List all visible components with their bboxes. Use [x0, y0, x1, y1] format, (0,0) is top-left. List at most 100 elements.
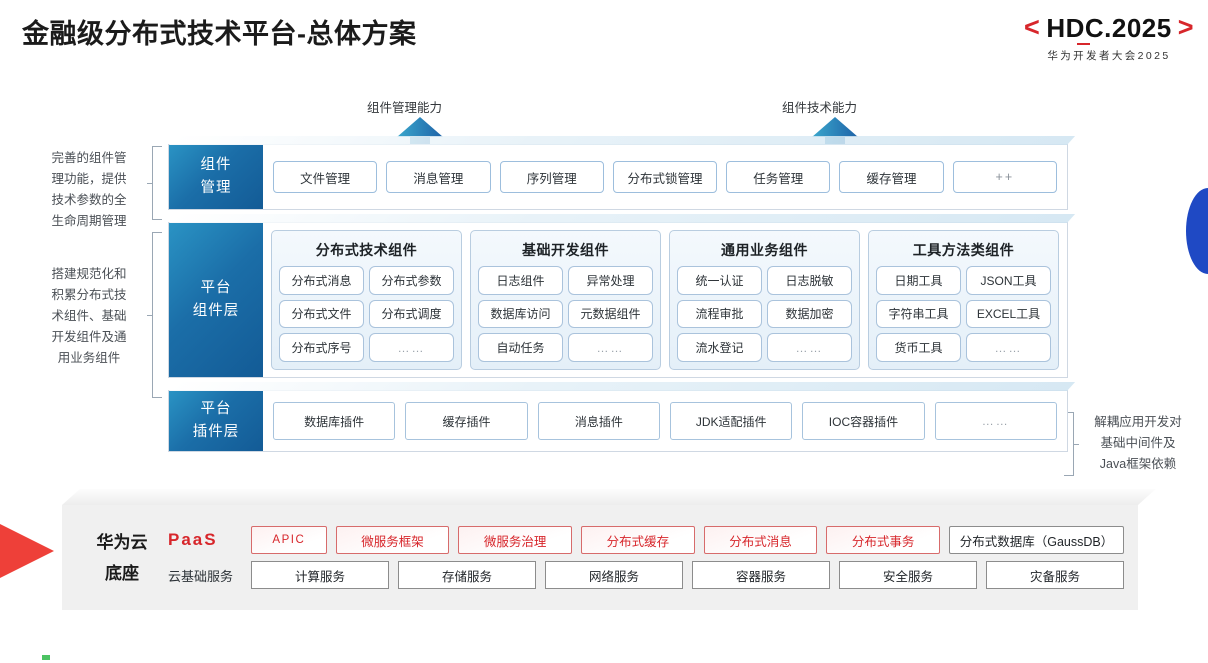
cell-distributed-file[interactable]: 分布式文件 [279, 299, 364, 329]
chip-message-plugin[interactable]: 消息插件 [537, 402, 660, 440]
layer-component-management: 组件 管理 文件管理 消息管理 序列管理 分布式锁管理 任务管理 缓存管理 ++ [168, 136, 1076, 210]
chip-cache-plugin[interactable]: 缓存插件 [405, 402, 528, 440]
group-title-distributed-tech: 分布式技术组件 [315, 242, 418, 258]
layer-title-platform-component: 平台 组件层 [169, 223, 263, 377]
hdc-logo-main: < HDC.2025 > [1024, 12, 1194, 45]
group-grid-general-business: 统一认证 日志脱敏 流程审批 数据加密 流水登记 …… [677, 266, 852, 362]
hdc-underline-accent [1077, 42, 1091, 45]
foundation-label-paas: PaaS [168, 530, 218, 549]
layer-platform-plugin: 平台 插件层 数据库插件 缓存插件 消息插件 JDK适配插件 IOC容器插件 …… [168, 382, 1076, 452]
group-title-general-business: 通用业务组件 [721, 242, 808, 258]
green-mark-decoration [42, 655, 50, 660]
side-note-plugin: 解耦应用开发对 基础中间件及 Java框架依赖 [1094, 415, 1182, 471]
group-general-business: 通用业务组件 统一认证 日志脱敏 流程审批 数据加密 流水登记 …… [669, 230, 860, 370]
cell-process-approval[interactable]: 流程审批 [677, 299, 762, 329]
brace-platform [147, 232, 162, 398]
cell-distributed-param[interactable]: 分布式参数 [369, 266, 454, 295]
cell-auto-task[interactable]: 自动任务 [478, 333, 563, 362]
paas-box-distributed-cache[interactable]: 分布式缓存 [581, 526, 695, 554]
cell-more[interactable]: …… [767, 333, 852, 362]
cloud-box-disaster-recovery[interactable]: 灾备服务 [986, 561, 1124, 589]
cloud-box-security[interactable]: 安全服务 [839, 561, 977, 589]
paas-box-apic[interactable]: APIC [251, 526, 327, 554]
layer-body-platform-plugin: 数据库插件 缓存插件 消息插件 JDK适配插件 IOC容器插件 …… [263, 391, 1067, 451]
cell-distributed-sequence[interactable]: 分布式序号 [279, 333, 364, 362]
cell-excel-tool[interactable]: EXCEL工具 [966, 299, 1051, 329]
chip-sequence-management[interactable]: 序列管理 [499, 161, 604, 193]
group-title-tool-method: 工具方法类组件 [912, 242, 1015, 258]
chip-message-management[interactable]: 消息管理 [386, 161, 491, 193]
brace-management [147, 146, 162, 220]
angle-bracket-right-icon: > [1177, 12, 1194, 42]
cell-currency-tool[interactable]: 货币工具 [876, 333, 961, 362]
cell-metadata-component[interactable]: 元数据组件 [568, 299, 653, 329]
layer-top-bevel [169, 214, 1076, 223]
side-note-platform: 搭建规范化和 积累分布式技 术组件、基础 开发组件及通 用业务组件 [51, 267, 127, 365]
hdc-logo-word: HDC.2025 [1046, 12, 1172, 45]
cell-more[interactable]: …… [966, 333, 1051, 362]
foundation-row-cloud: 云基础服务 计算服务 存储服务 网络服务 容器服务 安全服务 灾备服务 [168, 561, 1124, 589]
paas-box-distributed-transaction[interactable]: 分布式事务 [826, 526, 940, 554]
paas-box-microservice-framework[interactable]: 微服务框架 [335, 526, 450, 554]
group-title-basic-dev: 基础开发组件 [522, 242, 609, 258]
layer-platform-component: 平台 组件层 分布式技术组件 分布式消息 分布式参数 分布式文件 分布式调度 分… [168, 214, 1076, 378]
cell-log-masking[interactable]: 日志脱敏 [767, 266, 852, 295]
group-distributed-tech: 分布式技术组件 分布式消息 分布式参数 分布式文件 分布式调度 分布式序号 …… [271, 230, 462, 370]
foundation-brand: 华为云 底座 [96, 532, 148, 583]
cell-database-access[interactable]: 数据库访问 [478, 299, 563, 329]
page-title: 金融级分布式技术平台-总体方案 [22, 19, 417, 49]
chip-ioc-container-plugin[interactable]: IOC容器插件 [802, 402, 925, 440]
paas-box-microservice-governance[interactable]: 微服务治理 [458, 526, 572, 554]
cell-date-tool[interactable]: 日期工具 [876, 266, 961, 295]
architecture-stack: 组件 管理 文件管理 消息管理 序列管理 分布式锁管理 任务管理 缓存管理 ++… [168, 136, 1076, 452]
chip-more[interactable]: …… [934, 402, 1057, 440]
cloud-box-compute[interactable]: 计算服务 [251, 561, 389, 589]
layer-title-platform-plugin: 平台 插件层 [169, 391, 263, 451]
layer-body-platform-component: 分布式技术组件 分布式消息 分布式参数 分布式文件 分布式调度 分布式序号 ……… [263, 223, 1067, 377]
cloud-box-network[interactable]: 网络服务 [545, 561, 683, 589]
foundation-rows: PaaS APIC 微服务框架 微服务治理 分布式缓存 分布式消息 分布式事务 … [168, 526, 1125, 589]
chip-task-management[interactable]: 任务管理 [726, 161, 831, 193]
chip-more[interactable]: ++ [952, 161, 1057, 193]
cell-log-component[interactable]: 日志组件 [478, 266, 563, 295]
cloud-box-storage[interactable]: 存储服务 [398, 561, 536, 589]
chip-file-management[interactable]: 文件管理 [273, 161, 378, 193]
paas-box-distributed-database[interactable]: 分布式数据库（GaussDB） [948, 526, 1125, 554]
arrow-label-technology: 组件技术能力 [782, 101, 858, 115]
hdc-logo-text: HDC.2025 [1046, 12, 1172, 43]
foundation-slab-inner: 华为云 底座 PaaS APIC 微服务框架 微服务治理 分布式缓存 分布式消息… [62, 505, 1138, 610]
group-basic-dev: 基础开发组件 日志组件 异常处理 数据库访问 元数据组件 自动任务 …… [470, 230, 661, 370]
chip-distributed-lock-management[interactable]: 分布式锁管理 [612, 161, 718, 193]
cell-json-tool[interactable]: JSON工具 [966, 266, 1051, 295]
cell-exception-handling[interactable]: 异常处理 [568, 266, 653, 295]
chip-database-plugin[interactable]: 数据库插件 [273, 402, 396, 440]
foundation-row-paas: PaaS APIC 微服务框架 微服务治理 分布式缓存 分布式消息 分布式事务 … [168, 526, 1125, 554]
layer-body-component-management: 文件管理 消息管理 序列管理 分布式锁管理 任务管理 缓存管理 ++ [263, 145, 1067, 209]
cell-distributed-message[interactable]: 分布式消息 [279, 266, 364, 295]
paas-box-distributed-message[interactable]: 分布式消息 [703, 526, 818, 554]
group-grid-tool-method: 日期工具 JSON工具 字符串工具 EXCEL工具 货币工具 …… [876, 266, 1051, 362]
cell-data-encryption[interactable]: 数据加密 [767, 299, 852, 329]
foundation-label-cloud: 云基础服务 [168, 568, 234, 584]
cloud-box-container[interactable]: 容器服务 [692, 561, 830, 589]
chip-jdk-adapter-plugin[interactable]: JDK适配插件 [669, 402, 793, 440]
cell-distributed-schedule[interactable]: 分布式调度 [369, 299, 454, 329]
brace-plugin [1064, 412, 1079, 476]
arrow-label-management: 组件管理能力 [367, 101, 443, 115]
group-tool-method: 工具方法类组件 日期工具 JSON工具 字符串工具 EXCEL工具 货币工具 …… [868, 230, 1059, 370]
layer-title-component-management: 组件 管理 [169, 145, 263, 209]
hdc-logo-subtitle: 华为开发者大会2025 [1047, 50, 1171, 62]
blue-circle-decoration [1186, 188, 1208, 274]
cell-more[interactable]: …… [369, 333, 454, 362]
chip-cache-management[interactable]: 缓存管理 [839, 161, 944, 193]
foundation-slab: 华为云 底座 PaaS APIC 微服务框架 微服务治理 分布式缓存 分布式消息… [62, 489, 1156, 610]
cell-unified-auth[interactable]: 统一认证 [677, 266, 762, 295]
group-grid-distributed-tech: 分布式消息 分布式参数 分布式文件 分布式调度 分布式序号 …… [279, 266, 454, 362]
cell-string-tool[interactable]: 字符串工具 [876, 299, 961, 329]
hdc-logo: < HDC.2025 > 华为开发者大会2025 [1024, 14, 1194, 63]
cell-transaction-record[interactable]: 流水登记 [677, 333, 762, 362]
side-note-management: 完善的组件管 理功能，提供 技术参数的全 生命周期管理 [51, 151, 127, 228]
layer-top-bevel [169, 136, 1076, 145]
cell-more[interactable]: …… [568, 333, 653, 362]
